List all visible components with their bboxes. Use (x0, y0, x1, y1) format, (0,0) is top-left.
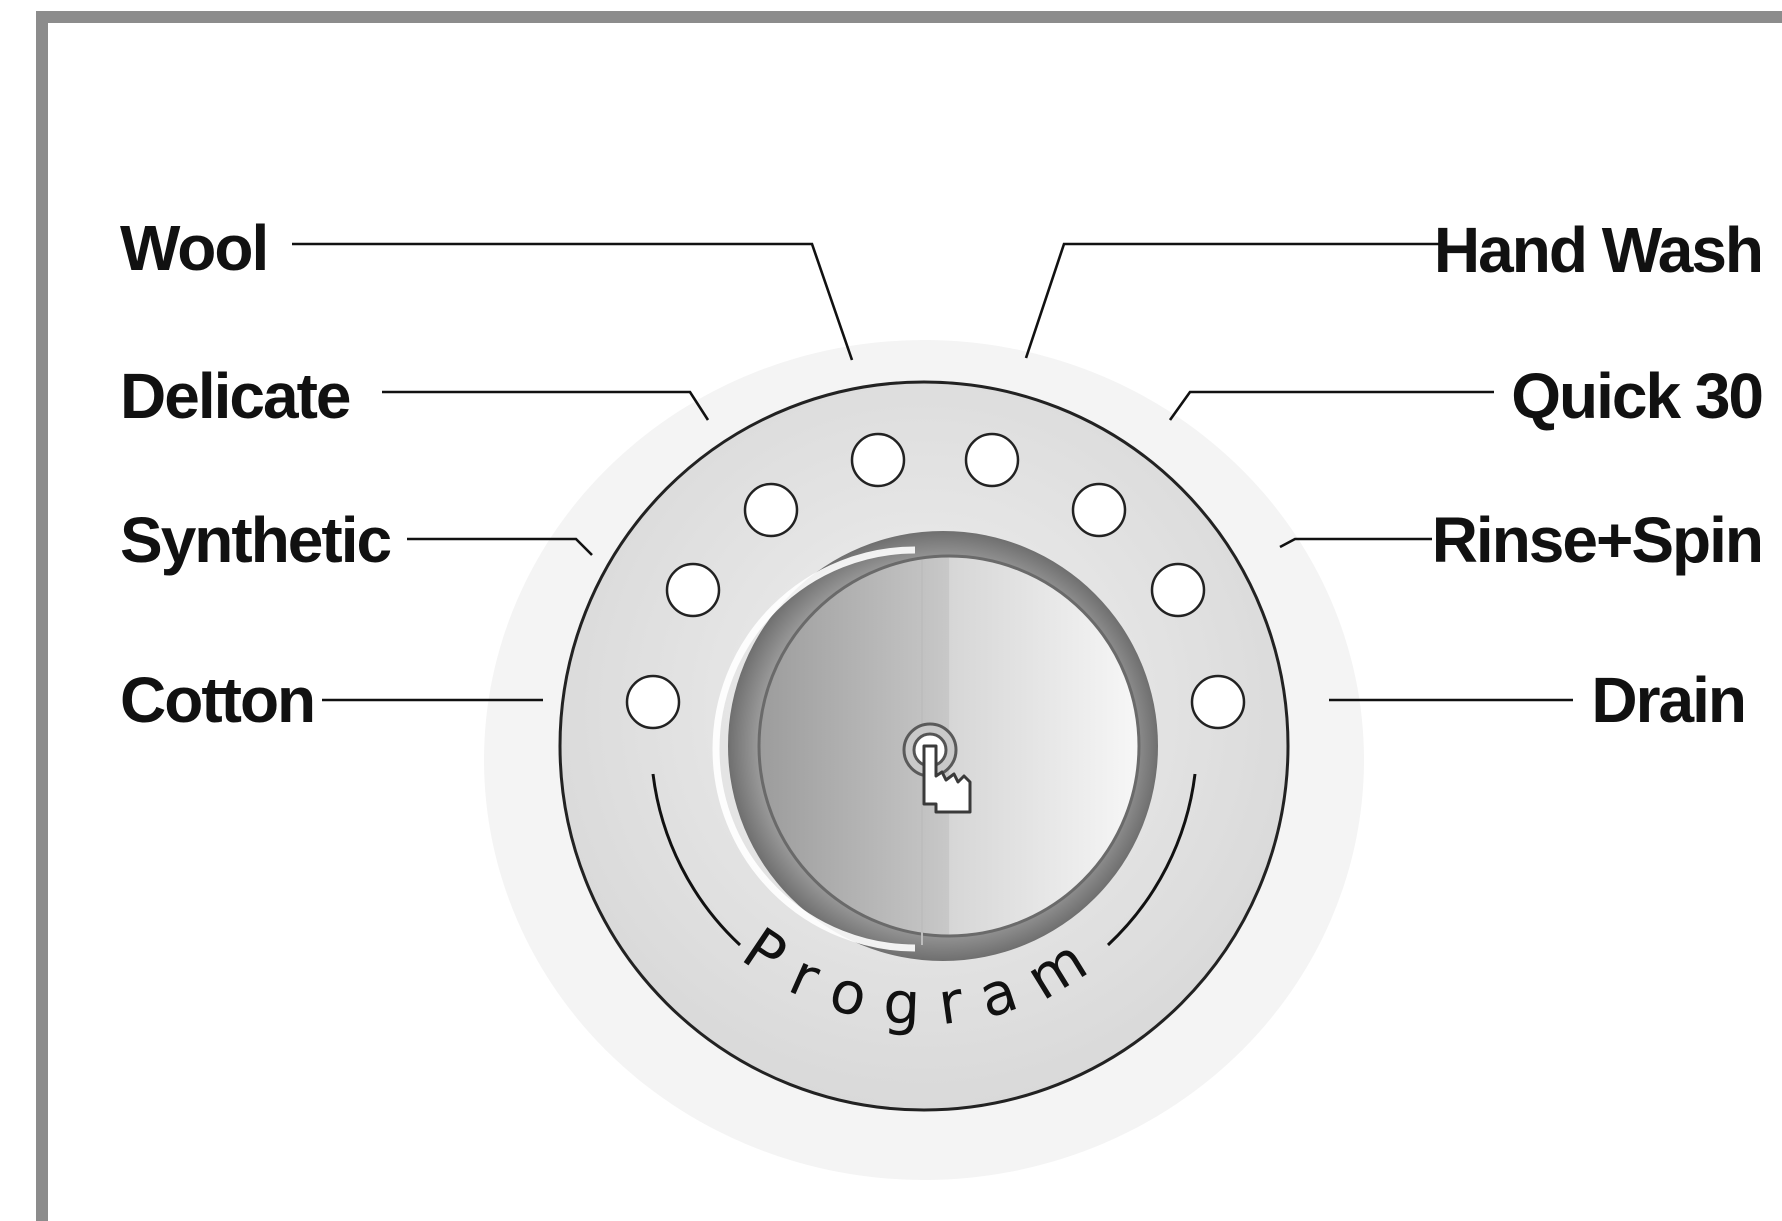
leader-rinse-spin (1279, 537, 1432, 549)
knob-highlight (712, 546, 916, 952)
leader-synthetic (407, 537, 593, 556)
label-cotton: Cotton (120, 664, 314, 736)
label-hand-wash: Hand Wash (1434, 214, 1762, 286)
label-rinse-spin: Rinse+Spin (1432, 504, 1762, 576)
label-quick-30: Quick 30 (1511, 360, 1762, 432)
label-delicate: Delicate (120, 360, 350, 432)
dial-arc-left (651, 773, 742, 947)
leader-quick-30 (1168, 390, 1494, 421)
label-synthetic: Synthetic (120, 504, 390, 576)
touch-hand-icon (902, 722, 972, 814)
led-delicate[interactable] (743, 482, 799, 538)
led-quick-30[interactable] (1071, 482, 1127, 538)
led-rinse-spin[interactable] (1150, 562, 1206, 618)
panel-frame (36, 11, 1782, 1221)
leader-lines (292, 242, 1573, 702)
leader-wool (292, 242, 854, 361)
leader-hand-wash (1024, 242, 1446, 359)
program-leds (625, 432, 1246, 730)
led-wool[interactable] (850, 432, 906, 488)
label-drain: Drain (1591, 664, 1745, 736)
led-drain[interactable] (1190, 674, 1246, 730)
led-synthetic[interactable] (665, 562, 721, 618)
led-hand-wash[interactable] (964, 432, 1020, 488)
led-cotton[interactable] (625, 674, 681, 730)
leader-delicate (382, 390, 710, 421)
label-wool: Wool (120, 212, 267, 284)
dial-arc-right (1106, 773, 1197, 947)
